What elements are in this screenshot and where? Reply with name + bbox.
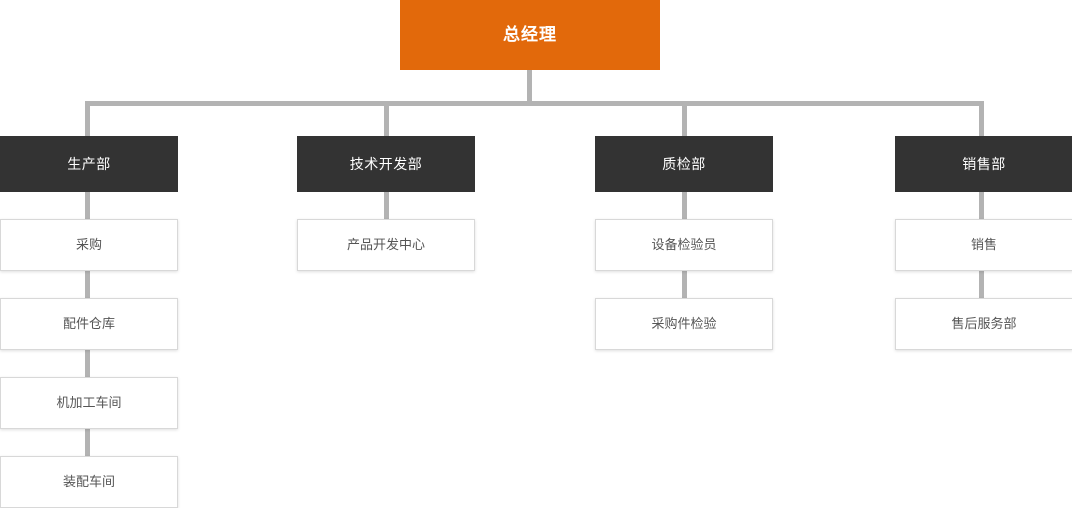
node-department-production-label: 生产部 bbox=[67, 155, 111, 172]
connector-col1-link-2 bbox=[85, 270, 90, 298]
node-department-quality-inspection[interactable]: 质检部 bbox=[595, 136, 773, 192]
connector-drop-dept-2 bbox=[384, 101, 389, 136]
connector-root-stem bbox=[527, 70, 532, 103]
node-leaf-purchased-parts-inspection[interactable]: 采购件检验 bbox=[595, 298, 773, 350]
connector-drop-dept-4 bbox=[979, 101, 984, 136]
node-department-quality-inspection-label: 质检部 bbox=[662, 155, 706, 172]
node-department-technology-development-label: 技术开发部 bbox=[349, 155, 423, 172]
node-leaf-product-development-center[interactable]: 产品开发中心 bbox=[297, 219, 475, 271]
connector-col4-link-2 bbox=[979, 270, 984, 298]
node-leaf-after-sales-service[interactable]: 售后服务部 bbox=[895, 298, 1072, 350]
node-leaf-machining-workshop-label: 机加工车间 bbox=[56, 395, 122, 411]
node-leaf-parts-warehouse-label: 配件仓库 bbox=[62, 316, 115, 332]
node-leaf-procurement[interactable]: 采购 bbox=[0, 219, 178, 271]
node-department-technology-development[interactable]: 技术开发部 bbox=[297, 136, 475, 192]
node-leaf-machining-workshop[interactable]: 机加工车间 bbox=[0, 377, 178, 429]
connector-drop-dept-1 bbox=[85, 101, 90, 136]
node-leaf-sales[interactable]: 销售 bbox=[895, 219, 1072, 271]
node-leaf-assembly-workshop-label: 装配车间 bbox=[62, 474, 115, 490]
node-leaf-procurement-label: 采购 bbox=[75, 237, 102, 253]
connector-col1-link-1 bbox=[85, 191, 90, 219]
node-leaf-assembly-workshop[interactable]: 装配车间 bbox=[0, 456, 178, 508]
connector-col3-link-1 bbox=[682, 191, 687, 219]
node-department-production[interactable]: 生产部 bbox=[0, 136, 178, 192]
node-department-sales-label: 销售部 bbox=[962, 155, 1006, 172]
connector-horizontal-bus bbox=[85, 101, 984, 106]
node-leaf-after-sales-service-label: 售后服务部 bbox=[951, 316, 1017, 332]
connector-col3-link-2 bbox=[682, 270, 687, 298]
node-department-sales[interactable]: 销售部 bbox=[895, 136, 1072, 192]
node-leaf-sales-label: 销售 bbox=[970, 237, 997, 253]
connector-drop-dept-3 bbox=[682, 101, 687, 136]
connector-col1-link-3 bbox=[85, 349, 90, 377]
node-leaf-parts-warehouse[interactable]: 配件仓库 bbox=[0, 298, 178, 350]
connector-col4-link-1 bbox=[979, 191, 984, 219]
node-leaf-equipment-inspector[interactable]: 设备检验员 bbox=[595, 219, 773, 271]
connector-col1-link-4 bbox=[85, 428, 90, 456]
connector-col2-link-1 bbox=[384, 191, 389, 219]
node-root-general-manager[interactable]: 总经理 bbox=[400, 0, 660, 70]
node-root-label: 总经理 bbox=[503, 24, 557, 44]
node-leaf-product-development-center-label: 产品开发中心 bbox=[346, 237, 425, 253]
node-leaf-equipment-inspector-label: 设备检验员 bbox=[651, 237, 717, 253]
node-leaf-purchased-parts-inspection-label: 采购件检验 bbox=[651, 316, 717, 332]
